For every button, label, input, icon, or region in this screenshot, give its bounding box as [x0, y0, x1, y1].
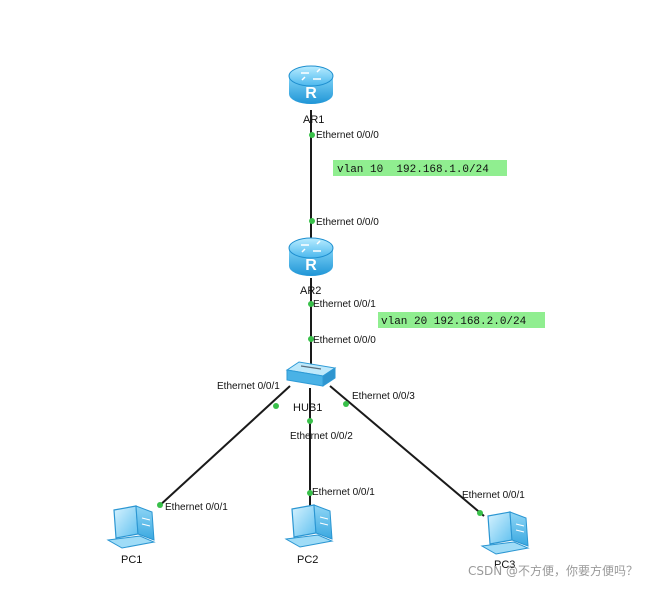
pc-pc1[interactable] [106, 505, 156, 549]
port-label-hub-p2: Ethernet 0/0/2 [290, 431, 353, 442]
vlan-label-lower-group: vlan 20 192.168.2.0/24 [378, 312, 545, 328]
port-label-pc3: Ethernet 0/0/1 [462, 490, 525, 501]
port-dots [157, 132, 483, 516]
port-dot-ar2-up [309, 218, 315, 224]
device-label-hub1: HUB1 [293, 402, 322, 414]
device-label-pc2: PC2 [297, 554, 318, 566]
vlan-label-lower: vlan 20 192.168.2.0/24 [381, 316, 527, 328]
port-dot-pc1 [157, 502, 163, 508]
port-label-hub-p1: Ethernet 0/0/1 [217, 381, 280, 392]
port-dot-ar2-down [308, 301, 314, 307]
port-dot-pc2 [307, 490, 313, 496]
port-label-ar2-down: Ethernet 0/0/1 [313, 299, 376, 310]
port-dot-pc3 [477, 510, 483, 516]
port-dot-hub-p1 [273, 403, 279, 409]
port-label-ar1-down: Ethernet 0/0/0 [316, 130, 379, 141]
port-labels: Ethernet 0/0/0 Ethernet 0/0/0 Ethernet 0… [165, 130, 525, 513]
device-label-pc3: PC3 [494, 559, 515, 571]
port-dot-hub-p3 [343, 401, 349, 407]
vlan-label-upper: vlan 10 192.168.1.0/24 [337, 164, 489, 176]
router-icon: R [288, 237, 334, 276]
pc-pc2[interactable] [284, 504, 334, 548]
svg-text:R: R [305, 257, 317, 274]
port-dot-hub-up [308, 336, 314, 342]
link-hub1-pc3[interactable] [329, 385, 485, 517]
device-label-ar1: AR1 [303, 114, 324, 126]
port-label-pc2: Ethernet 0/0/1 [312, 487, 375, 498]
router-ar1[interactable]: R [288, 65, 334, 104]
port-label-pc1: Ethernet 0/0/1 [165, 502, 228, 513]
watermark-text: CSDN @不方便，你要方便吗？ [467, 564, 638, 578]
router-icon: R [288, 65, 334, 104]
port-label-hub-up: Ethernet 0/0/0 [313, 335, 376, 346]
vlan-label-upper-group: vlan 10 192.168.1.0/24 [333, 160, 507, 176]
pc-icon [480, 511, 530, 555]
link-hub1-pc1[interactable] [157, 385, 291, 508]
device-label-pc1: PC1 [121, 554, 142, 566]
router-ar2[interactable]: R [288, 237, 334, 276]
svg-text:R: R [305, 85, 317, 102]
pc-icon [106, 505, 156, 549]
port-dot-ar1-down [309, 132, 315, 138]
device-label-ar2: AR2 [300, 285, 321, 297]
pc-icon [284, 504, 334, 548]
port-label-hub-p3: Ethernet 0/0/3 [352, 391, 415, 402]
hub-hub1[interactable] [285, 361, 337, 387]
hub-icon [285, 361, 337, 387]
pc-pc3[interactable] [480, 511, 530, 555]
port-dot-hub-p2 [307, 418, 313, 424]
port-label-ar2-up: Ethernet 0/0/0 [316, 217, 379, 228]
